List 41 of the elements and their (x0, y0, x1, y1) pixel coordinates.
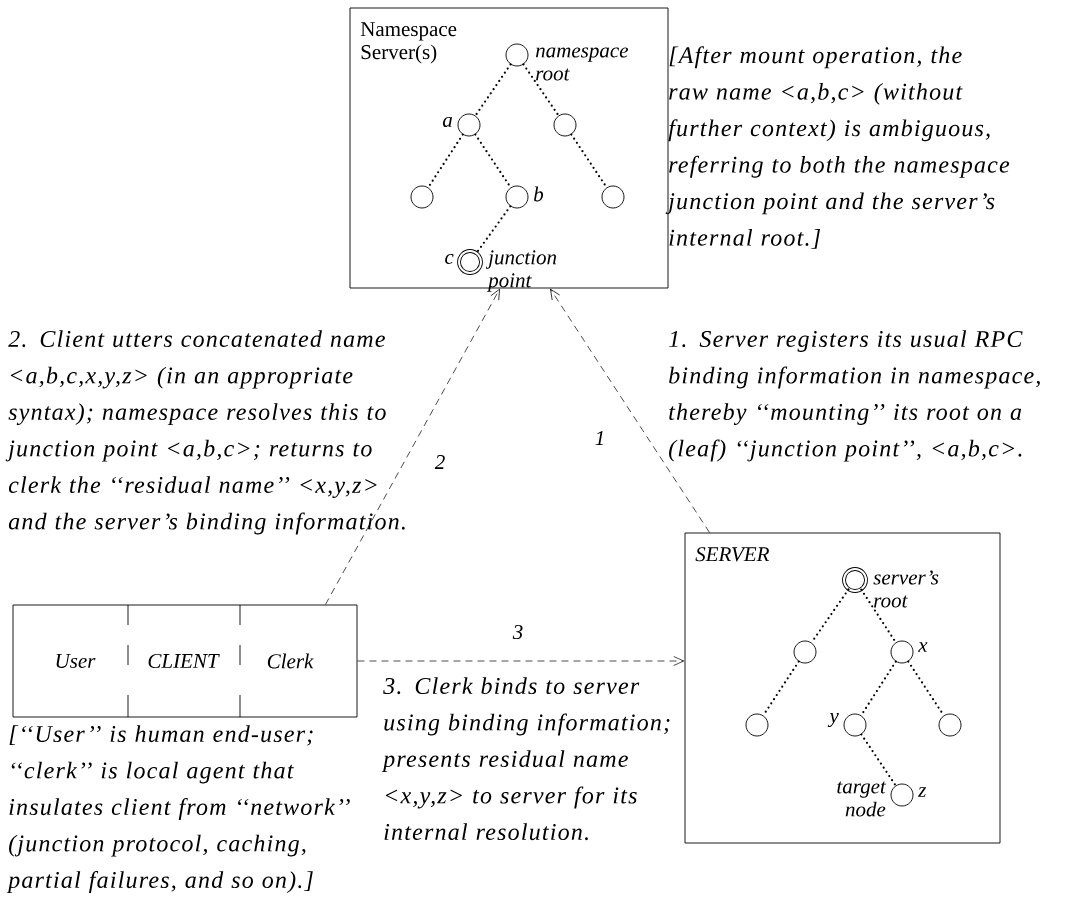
tree-node (457, 249, 483, 275)
tree-node (745, 713, 769, 737)
tree-node (553, 113, 577, 137)
tree-node (842, 567, 868, 593)
tree-node (457, 113, 481, 137)
tree-branch (860, 733, 897, 787)
node-label: target node (837, 781, 887, 817)
tree-node (601, 185, 625, 209)
node-label: y (827, 712, 839, 728)
node-label: server’s root (873, 570, 939, 608)
client-box: User CLIENT Clerk (12, 604, 358, 718)
tree-branch (474, 63, 512, 117)
node-label: a (442, 116, 452, 128)
tree-branch (860, 588, 897, 644)
arrow (550, 288, 710, 533)
node-label: junction point (485, 250, 557, 292)
tree-node (505, 43, 529, 67)
tree-node (890, 640, 914, 664)
tree-node (410, 185, 434, 209)
tree-branch (522, 63, 560, 117)
arrow (325, 288, 500, 605)
tree-branch (427, 133, 464, 189)
note-text: 1. Server registers its usual RPC binding information in namespace, thereby ‘‘mounting’’ its root on a (leaf) ‘‘junction point’’, <a,b,c>. (669, 330, 1040, 462)
tree-node (793, 640, 817, 664)
node-label: c (445, 253, 454, 265)
note-text: 3. Clerk binds to server using binding information; presents residual name <x,y,z> to server for its internal resolution. (381, 677, 670, 841)
tree-branch (474, 133, 512, 189)
node-label: namespace root (535, 47, 629, 81)
node-label: x (917, 642, 928, 652)
edge-label: 1 (593, 430, 607, 446)
node-label: z (918, 787, 927, 797)
node-label: b (534, 186, 544, 202)
tree-node (505, 185, 529, 209)
tree-branch (475, 205, 512, 254)
edge-label: 3 (511, 623, 525, 641)
note-text: 2. Client utters concatenated name <a,b,c,x,y,z> (in an appropriate syntax); namespace resolves this to junction point <a,b,c>; returns to clerk the ‘‘residual name’’ <x,y,z> and the server’s binding information. (5, 330, 405, 535)
edge-label: 2 (433, 454, 447, 470)
tree-node (890, 783, 914, 807)
arrow (357, 656, 685, 666)
tree-node (938, 713, 962, 737)
tree-node (843, 713, 867, 737)
